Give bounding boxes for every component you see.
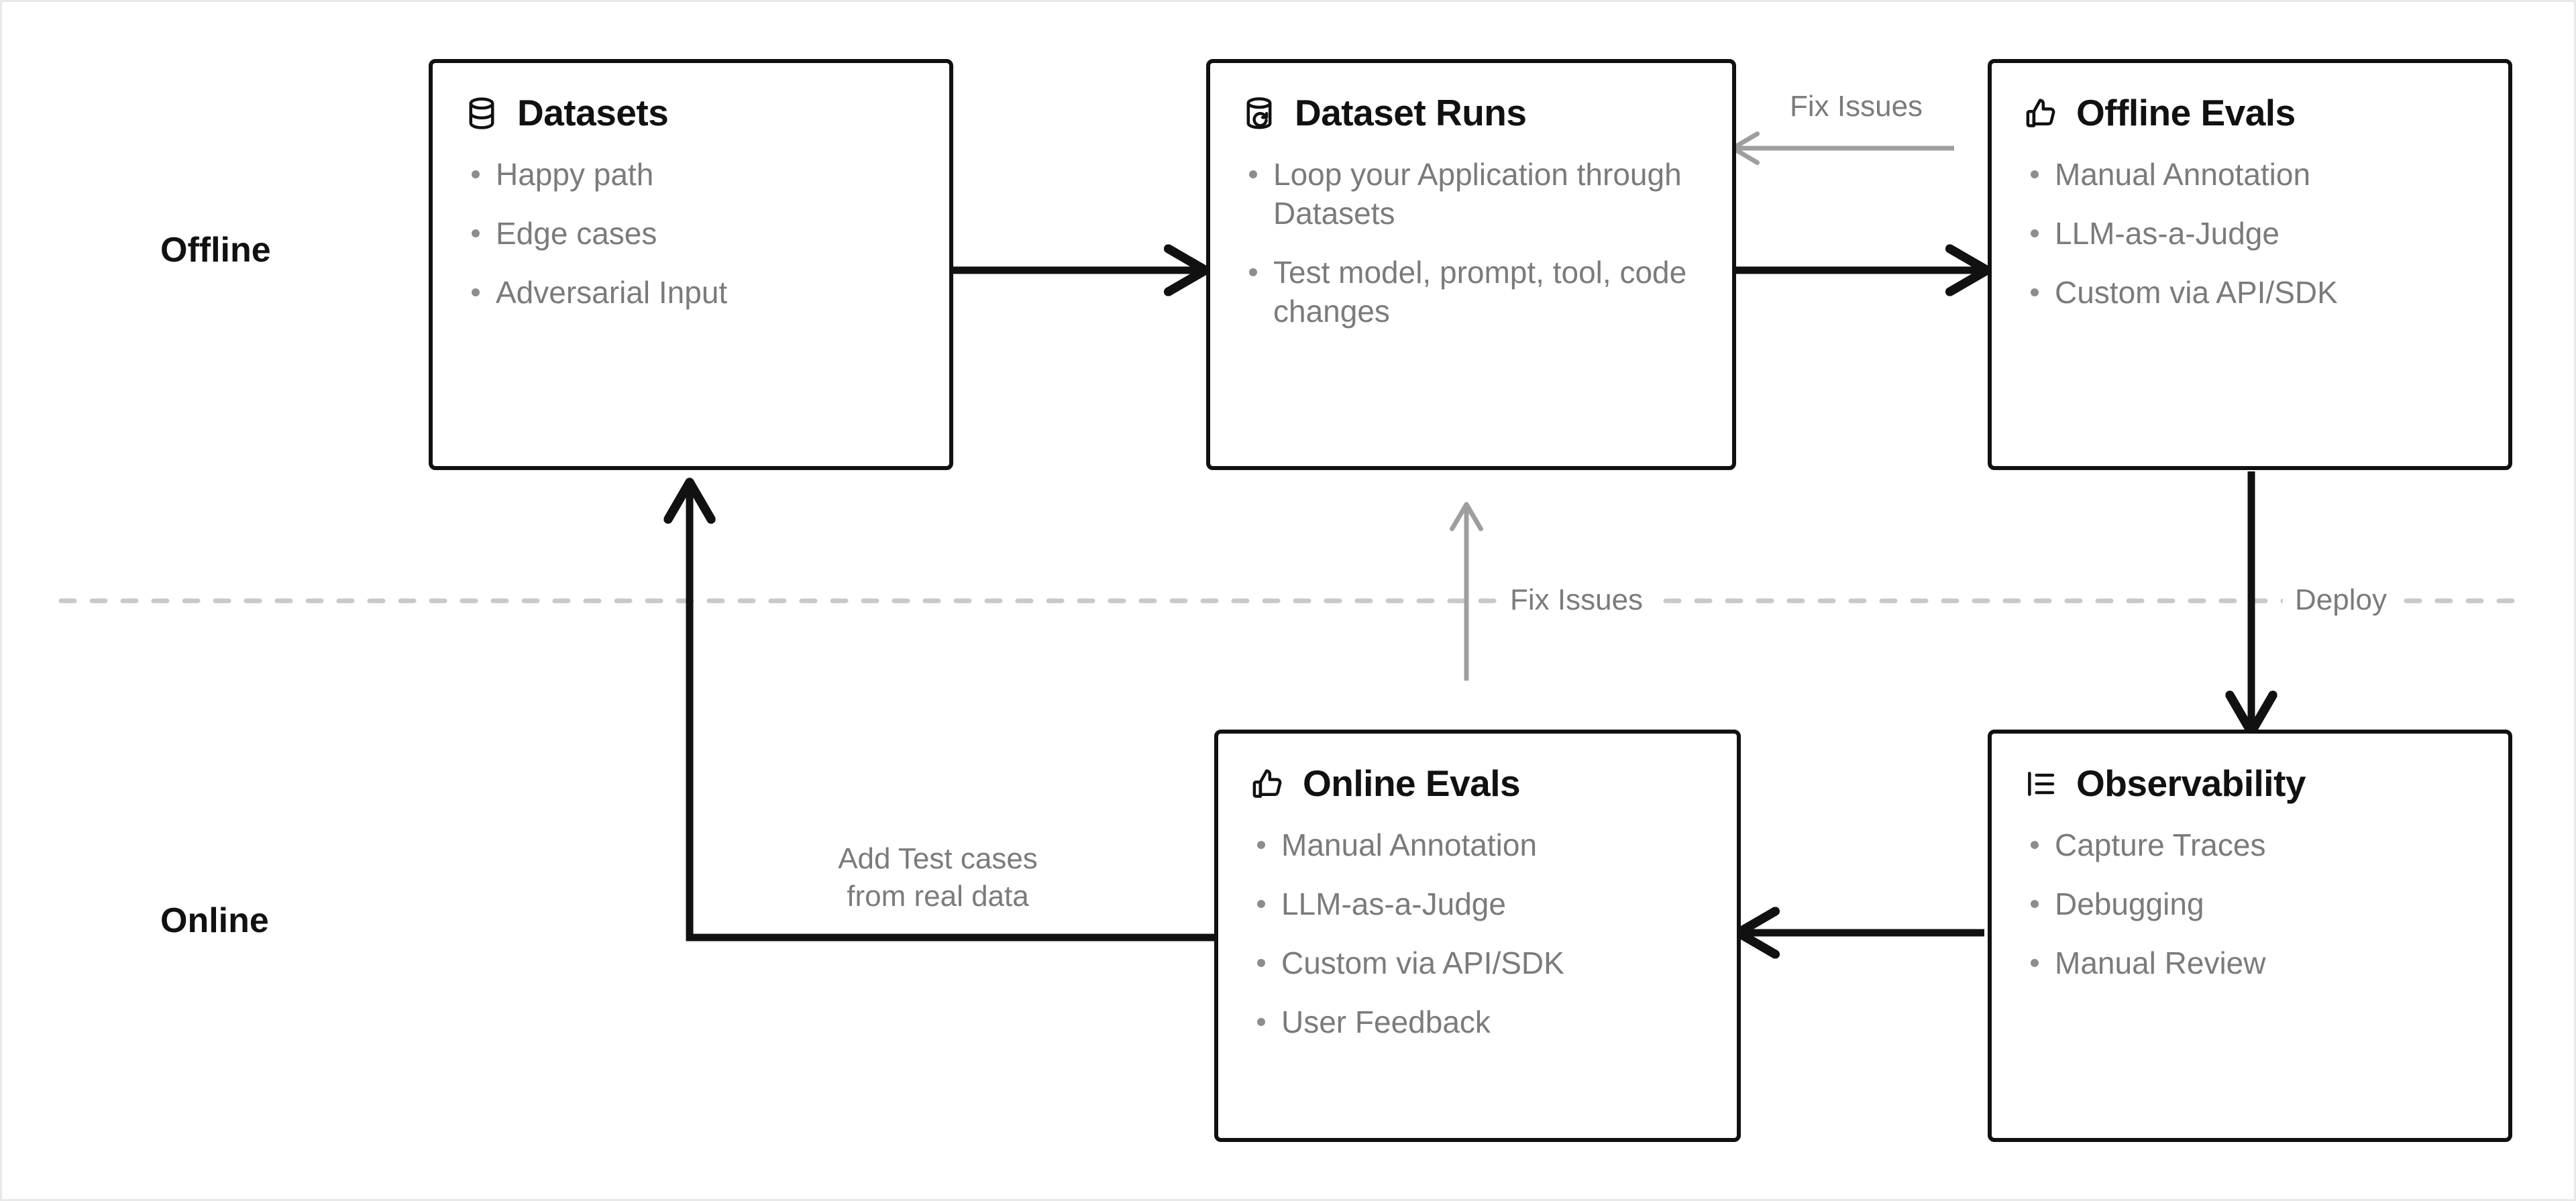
edge-label-add-test-cases-line2: from real data: [847, 880, 1029, 913]
node-offline-evals-header: Offline Evals: [2023, 92, 2477, 133]
node-offline-evals-bullets: Manual Annotation LLM-as-a-Judge Custom …: [2023, 156, 2477, 312]
node-offline-evals[interactable]: Offline Evals Manual Annotation LLM-as-a…: [1988, 59, 2512, 470]
list-item: Test model, prompt, tool, code changes: [1241, 253, 1701, 331]
list-item: Custom via API/SDK: [1249, 944, 1706, 983]
node-observability[interactable]: Observability Capture Traces Debugging M…: [1988, 730, 2512, 1142]
node-observability-bullets: Capture Traces Debugging Manual Review: [2023, 826, 2477, 983]
list-item: Custom via API/SDK: [2023, 274, 2477, 312]
list-item: LLM-as-a-Judge: [1249, 885, 1706, 924]
list-item: Manual Review: [2023, 944, 2477, 983]
node-datasets-bullets: Happy path Edge cases Adversarial Input: [464, 156, 918, 312]
database-icon: [469, 97, 494, 129]
node-online-evals-header: Online Evals: [1249, 764, 1706, 803]
thumbs-up-icon: [2026, 99, 2055, 127]
node-online-evals-bullets: Manual Annotation LLM-as-a-Judge Custom …: [1249, 826, 1706, 1042]
thumbs-up-icon: [1252, 769, 1282, 798]
list-item: LLM-as-a-Judge: [2023, 215, 2477, 253]
list-icon: [2028, 771, 2055, 796]
node-offline-evals-title: Offline Evals: [2076, 92, 2296, 133]
lane-label-offline: Offline: [160, 231, 271, 270]
node-dataset-runs-bullets: Loop your Application through Datasets T…: [1241, 156, 1701, 331]
list-item: Manual Annotation: [1249, 826, 1706, 865]
database-refresh-icon: [1246, 97, 1272, 129]
list-item: Happy path: [464, 156, 918, 194]
list-item: Debugging: [2023, 885, 2477, 924]
list-item: Capture Traces: [2023, 826, 2477, 865]
edge-label-add-test-cases-line1: Add Test cases: [838, 842, 1038, 875]
node-observability-header: Observability: [2023, 764, 2477, 803]
edge-label-deploy: Deploy: [2283, 581, 2399, 618]
list-item: Adversarial Input: [464, 274, 918, 312]
node-datasets-header: Datasets: [464, 92, 918, 133]
list-item: Manual Annotation: [2023, 156, 2477, 194]
node-dataset-runs-title: Dataset Runs: [1295, 92, 1527, 133]
edge-label-fix-issues-middle: Fix Issues: [1498, 581, 1656, 618]
edge-label-add-test-cases: Add Test cases from real data: [790, 840, 1085, 916]
node-datasets[interactable]: Datasets Happy path Edge cases Adversari…: [429, 59, 953, 470]
list-item: Loop your Application through Datasets: [1241, 156, 1701, 233]
node-observability-title: Observability: [2076, 762, 2306, 804]
node-online-evals[interactable]: Online Evals Manual Annotation LLM-as-a-…: [1214, 730, 1741, 1142]
lane-label-online: Online: [160, 901, 269, 940]
list-item: User Feedback: [1249, 1003, 1706, 1042]
edge-label-fix-issues-top: Fix Issues: [1783, 88, 1930, 125]
node-datasets-title: Datasets: [517, 92, 669, 133]
node-dataset-runs-header: Dataset Runs: [1241, 92, 1701, 133]
node-online-evals-title: Online Evals: [1303, 762, 1521, 804]
list-item: Edge cases: [464, 215, 918, 253]
node-dataset-runs[interactable]: Dataset Runs Loop your Application throu…: [1206, 59, 1736, 470]
